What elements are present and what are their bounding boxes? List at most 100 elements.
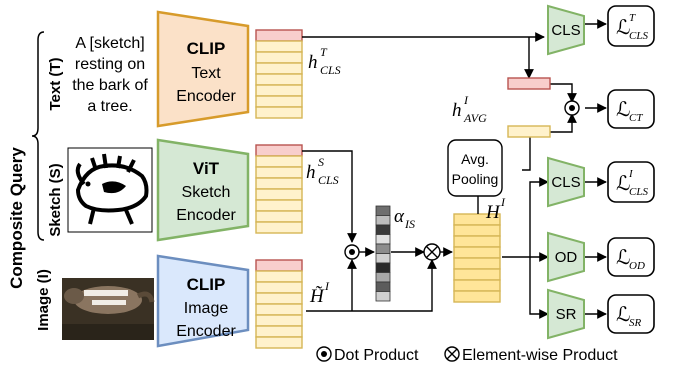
cls-token [255, 144, 303, 157]
text-row-label: Text (T) [47, 57, 64, 110]
math-base: h [452, 100, 462, 121]
legend-elem-label: Element-wise Product [462, 347, 618, 364]
text-encoder-title: CLIP [187, 39, 226, 58]
loss-symbol: ℒ [616, 17, 630, 39]
avg-pooling-line1: Avg. [461, 151, 489, 167]
token [255, 95, 303, 108]
label-h-avg: h I AVG [452, 93, 487, 125]
math-base: H [485, 202, 501, 223]
math-base: α [394, 206, 405, 227]
legend: Dot Product Element-wise Product [316, 346, 618, 364]
loss-cls-image: ℒ I CLS [607, 161, 655, 203]
sketch-token-stack [255, 144, 303, 234]
loss-sub: CLS [629, 186, 648, 198]
od-head-label: OD [555, 249, 578, 266]
token [255, 270, 303, 283]
loss-sub: OD [629, 260, 645, 272]
token [255, 106, 303, 119]
od-head: OD [547, 231, 585, 283]
token [255, 292, 303, 305]
text-token-stack [255, 29, 303, 119]
token [255, 155, 303, 168]
token [255, 40, 303, 53]
math-sub: AVG [463, 111, 487, 125]
image-encoder-title: CLIP [187, 275, 226, 294]
token [255, 199, 303, 212]
token [453, 268, 501, 281]
token [255, 73, 303, 86]
sketch-encoder: ViT Sketch Encoder [156, 138, 250, 242]
attention-weight-cell [375, 205, 391, 216]
token [255, 51, 303, 64]
token [453, 257, 501, 270]
attention-weight-cell [375, 281, 391, 292]
math-sup: I [324, 279, 330, 293]
avg-pooling-block: Avg. Pooling [447, 139, 503, 197]
text-encoder-sub1: Text [191, 65, 221, 82]
token [255, 210, 303, 223]
text-encoder-sub2: Encoder [176, 88, 236, 105]
token [453, 235, 501, 248]
token [255, 336, 303, 349]
query-brace [31, 31, 45, 241]
label-h-cls-text: h T CLS [308, 45, 341, 77]
cls-text-head: CLS [547, 4, 585, 56]
query-text-line: A [sketch] [75, 35, 144, 52]
token [255, 221, 303, 234]
fused-token-stack [453, 213, 501, 303]
attention-weight-cell [375, 224, 391, 235]
query-text-line: the bark of [72, 77, 148, 94]
token [255, 325, 303, 338]
attention-weights-stack [375, 205, 391, 302]
math-sup: T [320, 45, 328, 59]
elementwise-product-op [423, 243, 441, 261]
attention-weight-cell [375, 215, 391, 226]
math-base: H̃ [309, 286, 325, 307]
math-sup: S [318, 155, 324, 169]
math-sub: IS [404, 217, 415, 231]
image-row-label: Image (I) [35, 269, 52, 331]
loss-od: ℒ OD [607, 237, 655, 277]
loss-symbol: ℒ [616, 99, 630, 121]
loss-sub: SR [629, 317, 642, 329]
math-base: h [308, 52, 318, 73]
token [255, 188, 303, 201]
loss-sub: CT [629, 112, 643, 124]
sketch-row-label: Sketch (S) [47, 163, 64, 236]
attention-weight-cell [375, 253, 391, 264]
loss-cls-text: ℒ T CLS [607, 5, 655, 47]
token [255, 303, 303, 316]
loss-sup: I [628, 168, 634, 180]
math-sup: I [500, 195, 506, 209]
math-base: h [306, 162, 316, 183]
attention-weight-cell [375, 291, 391, 302]
loss-symbol: ℒ [616, 304, 630, 326]
label-H-I: H I [485, 195, 506, 223]
loss-symbol: ℒ [616, 173, 630, 195]
dot-product-op-sketch [344, 244, 360, 260]
token [453, 290, 501, 303]
label-h-tilde: H̃ I [309, 279, 330, 307]
sr-head-label: SR [556, 306, 577, 323]
token [255, 84, 303, 97]
image-encoder-sub2: Encoder [176, 323, 236, 340]
label-h-cls-sketch: h S CLS [306, 155, 339, 187]
token [255, 314, 303, 327]
token [453, 224, 501, 237]
token [453, 279, 501, 292]
token [255, 62, 303, 75]
attention-weight-cell [375, 243, 391, 254]
token [255, 177, 303, 190]
avg-pooling-line2: Pooling [452, 171, 499, 187]
image-encoder-sub1: Image [184, 300, 229, 317]
sr-head: SR [547, 288, 585, 340]
token [453, 246, 501, 259]
legend-dot-label: Dot Product [334, 347, 419, 364]
loss-ct: ℒ CT [607, 89, 655, 129]
label-alpha: α IS [394, 206, 415, 231]
image-token-stack [255, 259, 303, 349]
dot-product-op-ct [564, 100, 580, 116]
loss-sub: CLS [629, 30, 648, 42]
